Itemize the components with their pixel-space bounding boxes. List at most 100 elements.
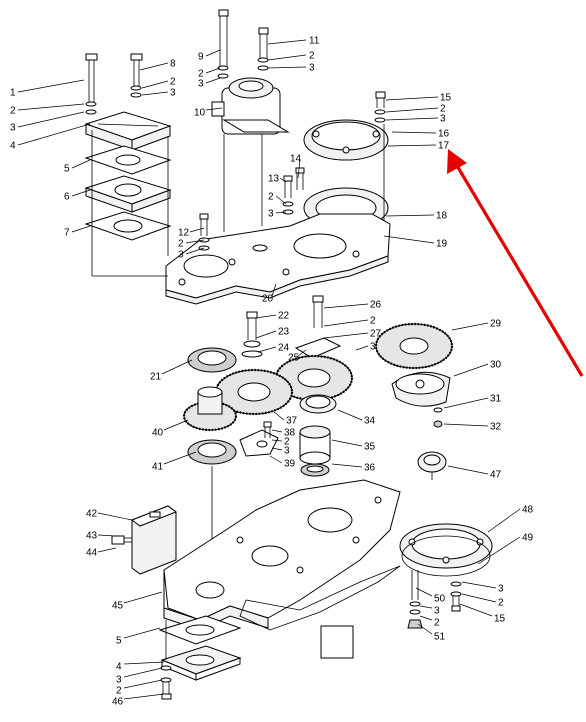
callout-c51: 51	[417, 623, 446, 643]
bolt-left-a	[85, 53, 98, 115]
callout-c2d: 2	[267, 51, 315, 62]
callout-number: 4	[116, 662, 122, 673]
callout-leader	[123, 667, 163, 678]
callout-leader	[387, 144, 437, 147]
callout-c2h: 2	[323, 316, 376, 327]
callout-c22: 22	[255, 311, 290, 322]
callout-c29: 29	[451, 319, 502, 331]
callout-leader	[141, 91, 169, 96]
bolt-22	[246, 311, 258, 340]
callout-c15b: 15	[459, 603, 506, 625]
callout-c2g: 2	[178, 239, 205, 250]
callout-leader	[17, 79, 85, 93]
callout-c9: 9	[198, 49, 221, 63]
callout-number: 1	[10, 88, 16, 99]
callout-number: 50	[434, 594, 446, 605]
callout-c3k: 3	[419, 606, 440, 617]
gasket-upper	[84, 145, 172, 175]
callout-number: 12	[178, 228, 190, 239]
seal-36	[300, 463, 330, 477]
callout-c11: 11	[267, 36, 320, 47]
callout-number: 9	[198, 52, 204, 63]
idler-gear-large	[274, 354, 354, 402]
callout-c3f: 3	[268, 209, 287, 220]
callout-c3i: 3	[271, 446, 290, 457]
callout-number: 3	[268, 209, 274, 220]
callout-number: 25	[288, 353, 300, 364]
callout-leader	[123, 693, 165, 700]
callout-number: 31	[490, 394, 502, 405]
callout-leader	[255, 314, 277, 319]
callout-leader	[163, 419, 189, 431]
callout-leader	[443, 423, 489, 427]
callout-leader	[123, 679, 163, 689]
callout-c39: 39	[269, 455, 296, 470]
callout-number: 4	[10, 141, 16, 152]
callout-c3l: 3	[116, 667, 163, 686]
callout-c4b: 4	[116, 662, 165, 673]
callout-c37: 37	[273, 411, 298, 427]
timing-cover	[165, 213, 391, 305]
bottom-cover-5	[158, 615, 242, 645]
callout-c3: 3	[10, 111, 85, 134]
bolt-15-lower	[450, 581, 462, 612]
hub-30	[391, 371, 451, 407]
callout-number: 46	[112, 697, 124, 708]
callout-number: 44	[86, 548, 98, 559]
callout-c40: 40	[152, 419, 189, 439]
callout-c1: 1	[10, 79, 85, 99]
gasket-lower	[84, 211, 172, 241]
bracket-25	[294, 337, 342, 359]
bolt-right-15	[374, 91, 386, 123]
callout-leader	[267, 66, 307, 69]
callout-c20: 20	[262, 283, 277, 305]
callout-c2: 2	[10, 103, 85, 117]
washer-23	[243, 340, 261, 348]
callout-leader	[271, 447, 283, 451]
callout-c3e: 3	[385, 114, 446, 125]
callout-number: 2	[370, 316, 376, 327]
reference-box	[320, 625, 354, 659]
callout-leader	[323, 303, 369, 309]
callout-leader	[139, 62, 169, 71]
callout-leader	[477, 536, 521, 565]
callout-leader	[205, 67, 221, 74]
callout-leader	[141, 80, 169, 89]
oil-pan-gasket	[239, 565, 401, 631]
callout-c14: 14	[290, 154, 302, 179]
callout-c21: 21	[150, 359, 193, 383]
callout-number: 3	[284, 446, 290, 457]
callout-number: 32	[490, 422, 502, 433]
callout-leader	[71, 225, 91, 233]
callout-leader	[71, 159, 91, 169]
round-cover-16	[303, 119, 389, 161]
callout-c2i: 2	[271, 437, 290, 448]
callout-number: 35	[364, 442, 376, 453]
callout-number: 3	[116, 675, 122, 686]
callout-leader	[205, 49, 221, 57]
bolt-pump-a	[217, 9, 229, 79]
callout-leader	[461, 581, 497, 589]
bolt-left-b	[130, 53, 143, 98]
callout-c4: 4	[10, 123, 91, 152]
callout-leader	[163, 451, 197, 465]
callout-leader	[71, 189, 91, 197]
callout-c26: 26	[323, 300, 382, 311]
callout-leader	[161, 359, 193, 375]
callout-c2c: 2	[198, 67, 221, 80]
callout-number: 45	[112, 601, 124, 612]
callout-number: 17	[438, 141, 450, 152]
callout-number: 3	[498, 584, 504, 595]
callout-leader	[17, 103, 85, 111]
callout-c15: 15	[385, 93, 452, 104]
callout-number: 23	[278, 327, 290, 338]
lower-housing-45	[163, 479, 401, 631]
callout-leader	[257, 346, 277, 353]
callout-c3b: 3	[141, 88, 176, 99]
gear-40	[182, 386, 238, 432]
tensioner-47	[417, 451, 447, 480]
callout-c32: 32	[443, 422, 502, 433]
callout-leader	[443, 397, 489, 409]
callout-leader	[383, 235, 435, 244]
callout-number: 6	[64, 192, 70, 203]
